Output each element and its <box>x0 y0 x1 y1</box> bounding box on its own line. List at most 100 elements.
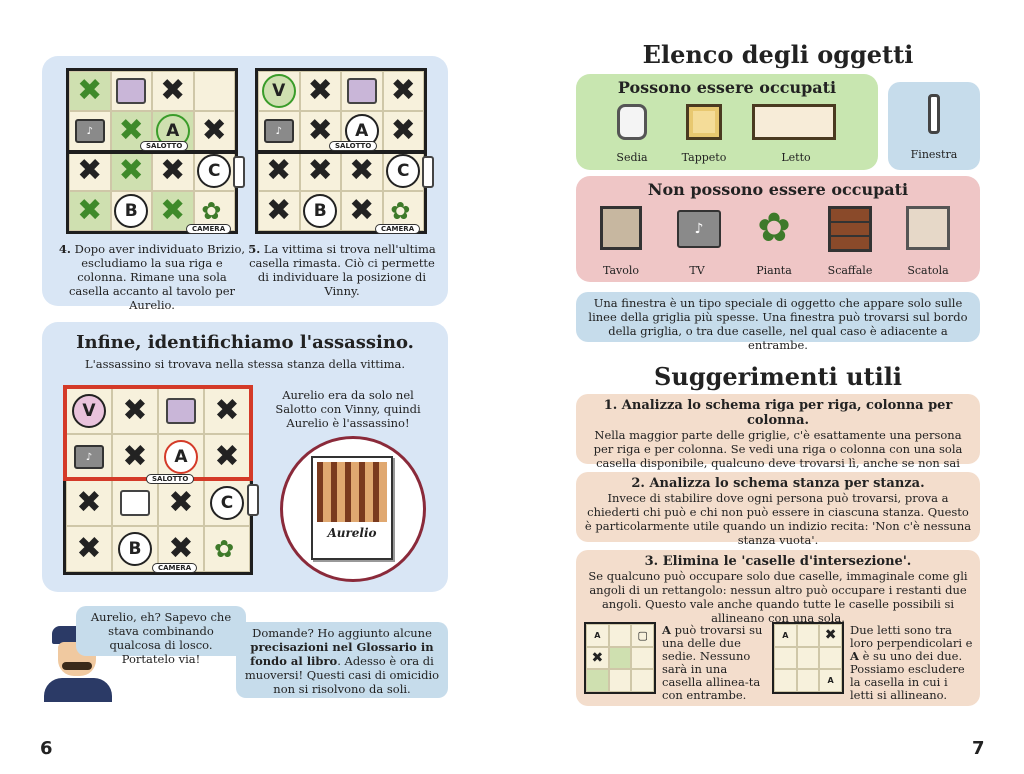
x-mark-icon: ✖ <box>307 153 333 188</box>
conclusion-title: Infine, identifichiamo l'assassino. <box>76 332 414 353</box>
room-label-salotto: SALOTTO <box>329 141 378 151</box>
x-mark-icon: ✖ <box>160 193 186 228</box>
x-mark-icon: ✖ <box>122 393 148 428</box>
bed-icon <box>752 104 836 140</box>
tip-3-title: 3. Elimina le 'caselle d'intersezione'. <box>644 554 912 569</box>
mustache-icon <box>62 662 92 670</box>
x-mark-icon: ✖ <box>76 531 102 566</box>
bed-icon <box>120 490 150 516</box>
object-label-tappeto: Tappeto <box>681 151 727 164</box>
tip3-example2-text: Due letti sono tra loro perpendicolari e… <box>850 623 973 702</box>
object-label-tavolo: Tavolo <box>602 264 640 277</box>
x-mark-icon: ✖ <box>77 73 103 108</box>
room-label-camera: CAMERA <box>186 224 232 234</box>
objects-title: Elenco degli oggetti <box>642 40 914 69</box>
x-mark-icon: ✖ <box>118 153 144 188</box>
x-mark-icon: ✖ <box>214 393 240 428</box>
table-icon <box>600 206 642 250</box>
room-divider <box>66 150 238 154</box>
object-label-scatola: Scatola <box>907 264 949 277</box>
tv-icon: ♪ <box>263 119 294 143</box>
object-label-pianta: Pianta <box>756 264 792 277</box>
tip-2-text: Invece di stabilire dove ogni persona pu… <box>584 491 972 547</box>
suspect-b-token: B <box>303 194 338 228</box>
x-mark-icon: ✖ <box>168 531 194 566</box>
portrait-name: Aurelio <box>327 526 377 540</box>
x-mark-icon: ✖ <box>307 73 333 108</box>
officer-speech-bubble: Aurelio, eh? Sapevo che stava combinando… <box>76 606 246 666</box>
jail-bars-icon <box>317 462 387 522</box>
page-number-left: 6 <box>40 738 53 759</box>
x-mark-icon: ✖ <box>122 439 148 474</box>
x-mark-icon: ✖ <box>76 485 102 520</box>
bookshelf-icon <box>828 206 872 252</box>
x-mark-icon: ✖ <box>168 485 194 520</box>
suspect-b-token: B <box>114 194 149 228</box>
plant-icon: ✿ <box>214 535 235 563</box>
cannot-occupy-title: Non possono essere occupati <box>647 180 909 199</box>
object-label-tv: TV <box>689 264 705 277</box>
conclusion-subtitle: L'assassino si trovava nella stessa stan… <box>84 357 406 371</box>
x-mark-icon: ✖ <box>390 113 416 148</box>
page-number-right: 7 <box>972 738 985 759</box>
window-icon <box>247 484 259 516</box>
plant-icon: ✿ <box>201 197 222 225</box>
x-mark-icon: ✖ <box>77 153 103 188</box>
uniform-icon <box>44 678 112 702</box>
object-label-letto: Letto <box>781 151 811 164</box>
questions-speech-bubble: Domande? Ho aggiunto alcune precisazioni… <box>236 622 448 698</box>
suspect-b-token: B <box>118 532 152 566</box>
bed-icon <box>166 398 196 424</box>
plant-icon: ✿ <box>757 205 791 251</box>
room-divider <box>255 150 427 154</box>
room-label-camera: CAMERA <box>375 224 421 234</box>
tips-title: Suggerimenti utili <box>654 362 902 391</box>
room-label-salotto: SALOTTO <box>140 141 189 151</box>
step4-caption: 4. Dopo aver individuato Brizio, escludi… <box>58 242 246 312</box>
room-label-salotto: SALOTTO <box>146 474 195 484</box>
object-label-finestra: Finestra <box>910 148 958 161</box>
object-label-scaffale: Scaffale <box>827 264 873 277</box>
x-mark-icon: ✖ <box>160 153 186 188</box>
tip3-example1-text: A può trovarsi su una delle due sedie. N… <box>662 623 763 702</box>
window-note: Una finestra è un tipo speciale di ogget… <box>576 292 980 352</box>
tip-2-title: 2. Analizza lo schema stanza per stanza. <box>631 476 925 491</box>
victim-v-token: V <box>72 394 106 428</box>
tip3-example2-grid: A ✖ A <box>772 622 844 694</box>
suspect-c-token: C <box>197 154 232 188</box>
chair-icon <box>617 104 647 140</box>
window-icon <box>422 156 434 188</box>
rug-icon <box>686 104 722 140</box>
x-mark-icon: ✖ <box>266 193 292 228</box>
x-mark-icon: ✖ <box>201 113 227 148</box>
suspect-a-token: A <box>164 440 198 474</box>
window-icon <box>928 94 940 134</box>
step5-caption: 5. La vittima si trova nell'ultima casel… <box>248 242 436 298</box>
tip-2: 2. Analizza lo schema stanza per stanza.… <box>576 472 980 547</box>
x-mark-icon: ✖ <box>307 113 333 148</box>
x-mark-icon: ✖ <box>266 153 292 188</box>
x-mark-icon: ✖ <box>591 649 604 666</box>
bed-icon <box>346 78 377 104</box>
x-mark-icon: ✖ <box>118 113 144 148</box>
x-mark-icon: ✖ <box>214 439 240 474</box>
room-label-camera: CAMERA <box>152 563 198 573</box>
tip3-example1-grid: A ▢ ✖ <box>584 622 656 694</box>
can-occupy-title: Possono essere occupati <box>617 78 837 97</box>
x-mark-icon: ✖ <box>390 73 416 108</box>
chair-icon: ▢ <box>631 624 654 647</box>
tv-icon: ♪ <box>677 210 721 248</box>
tv-icon: ♪ <box>74 119 105 143</box>
tv-icon: ♪ <box>74 445 104 469</box>
box-icon <box>906 206 950 250</box>
conclusion-note: Aurelio era da solo nel Salotto con Vinn… <box>275 388 421 430</box>
salotto-highlight-frame <box>63 385 253 481</box>
x-mark-icon: ✖ <box>349 153 375 188</box>
victim-v-token: V <box>261 74 296 108</box>
bed-icon <box>116 78 147 104</box>
x-mark-icon: ✖ <box>824 627 837 644</box>
suspect-c-token: C <box>210 486 244 520</box>
tip-3-text: Se qualcuno può occupare solo due casell… <box>588 569 968 625</box>
x-mark-icon: ✖ <box>77 193 103 228</box>
x-mark-icon: ✖ <box>160 73 186 108</box>
